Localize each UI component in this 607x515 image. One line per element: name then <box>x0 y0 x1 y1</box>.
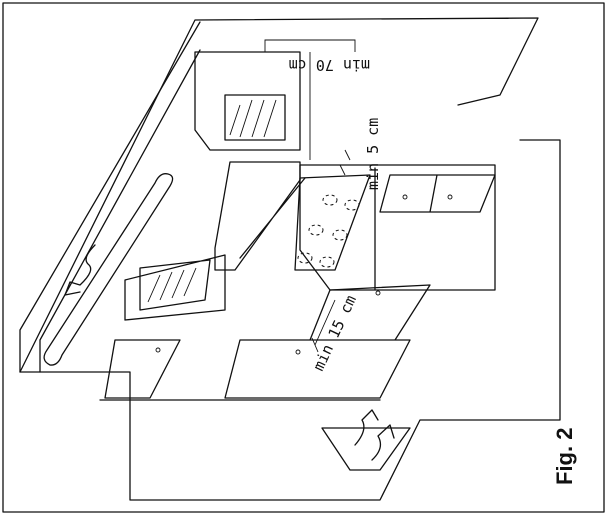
cabinet-glass-hatch-2 <box>147 267 197 303</box>
wall-cabinet-left <box>194 51 301 151</box>
hob-outline <box>294 174 371 271</box>
figure-label: Fig. 2 <box>552 427 577 485</box>
range-hood <box>214 161 306 271</box>
back-wall <box>19 21 201 373</box>
dimension-line-side-upper <box>339 149 351 176</box>
airflow-arrow-icon <box>354 409 395 461</box>
drawer-unit <box>379 174 496 213</box>
drawer-knob <box>447 194 453 200</box>
worktop <box>299 164 496 291</box>
dimension-label-side-upper: min 5 cm <box>364 118 382 190</box>
airflow-arrow-icon <box>64 244 96 296</box>
base-cabinets <box>99 284 431 401</box>
dimension-line-top <box>264 39 356 160</box>
drawer-knob <box>402 194 408 200</box>
dimension-line-side-lower <box>311 299 336 353</box>
room-outline <box>19 17 561 501</box>
wall-cabinet-right <box>124 254 226 321</box>
dimension-label-top: min 70 cm <box>289 56 370 74</box>
dimension-label-side-lower: min 15 cm <box>309 292 360 373</box>
cabinet-knob <box>375 290 381 296</box>
towel-rail <box>43 173 174 366</box>
vent-grille <box>321 427 411 471</box>
cabinet-knob <box>155 347 161 353</box>
cabinet-glass-hatch <box>229 99 277 138</box>
hob-burners <box>297 194 360 268</box>
cabinet-knob <box>295 349 301 355</box>
